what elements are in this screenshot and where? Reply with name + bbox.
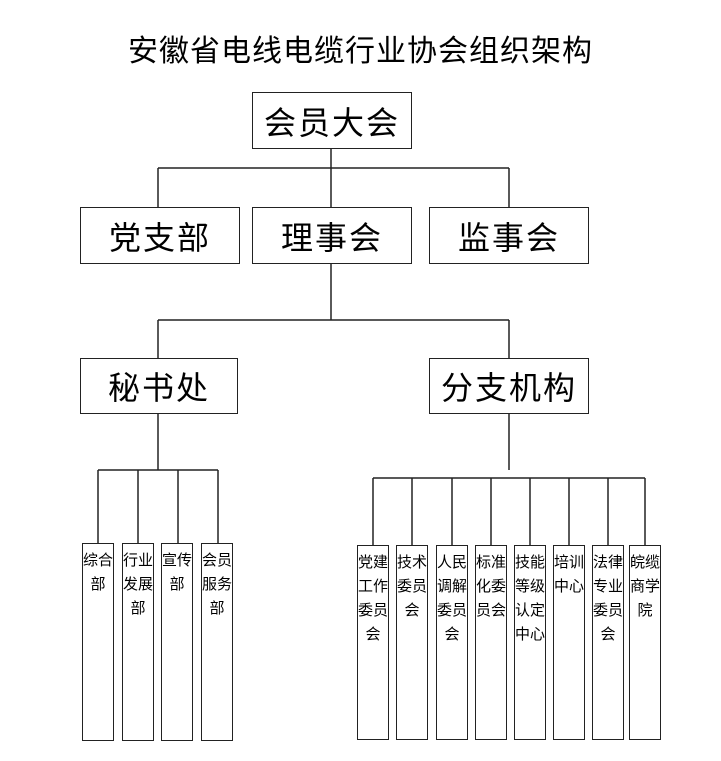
branch-standardization-committee: 标准化委员会 bbox=[475, 545, 507, 740]
branch-training-center: 培训中心 bbox=[553, 545, 585, 740]
branch-legal-committee: 法律专业委员会 bbox=[592, 545, 624, 740]
branch-skill-certification-center: 技能等级认定中心 bbox=[514, 545, 546, 740]
branch-mediation-committee: 人民调解委员会 bbox=[436, 545, 468, 740]
chart-title: 安徽省电线电缆行业协会组织架构 bbox=[128, 34, 593, 69]
node-supervisory-board: 监事会 bbox=[429, 207, 589, 264]
node-council: 理事会 bbox=[252, 207, 412, 264]
branch-business-school: 皖缆商学院 bbox=[629, 545, 661, 740]
branch-technical-committee: 技术委员会 bbox=[396, 545, 428, 740]
node-secretariat: 秘书处 bbox=[80, 358, 238, 414]
node-party-branch: 党支部 bbox=[80, 207, 240, 264]
branch-party-building-committee: 党建工作委员会 bbox=[357, 545, 389, 740]
node-general-assembly: 会员大会 bbox=[252, 92, 412, 149]
dept-member-services: 会员服务部 bbox=[201, 543, 233, 741]
node-branch-institutions: 分支机构 bbox=[429, 358, 589, 414]
dept-general: 综合部 bbox=[82, 543, 114, 741]
dept-industry-development: 行业发展部 bbox=[122, 543, 154, 741]
dept-publicity: 宣传部 bbox=[161, 543, 193, 741]
